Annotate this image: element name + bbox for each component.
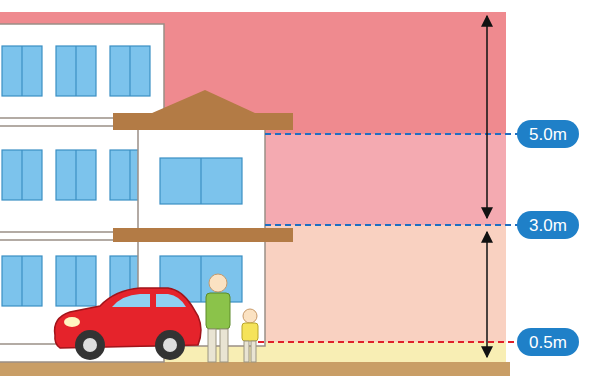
ground [0, 362, 510, 376]
depth-arrow [486, 16, 488, 218]
level-label: 0.5m [529, 334, 567, 351]
level-pill: 3.0m [517, 211, 579, 239]
level-pill: 5.0m [517, 120, 579, 148]
level-label: 5.0m [529, 126, 567, 143]
level-line [265, 224, 520, 226]
depth-arrow [486, 232, 488, 357]
child [242, 309, 258, 362]
car [55, 288, 201, 360]
man [206, 274, 230, 362]
level-line [258, 341, 520, 343]
level-line [265, 133, 520, 135]
level-pill: 0.5m [517, 328, 579, 356]
level-label: 3.0m [529, 217, 567, 234]
